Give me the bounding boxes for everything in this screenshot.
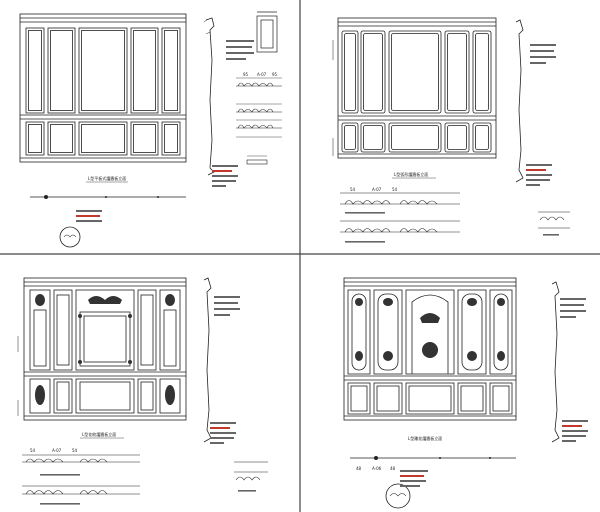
dim-1: 54 — [350, 187, 356, 192]
notes-block — [210, 296, 240, 444]
notes-block — [560, 298, 588, 442]
dim-1: 95 — [243, 72, 249, 77]
notes-block — [526, 44, 556, 186]
detail-callout-icon — [385, 483, 411, 509]
dim-2: A-06 — [372, 466, 382, 471]
dim-3: 48 — [390, 466, 396, 471]
dim-2: A-07 — [257, 72, 267, 77]
sheet-title: L型雕花護牆板立面 — [408, 435, 442, 441]
dim-2: A-07 — [52, 448, 62, 453]
notes-block — [212, 40, 254, 187]
detail-callout-icon — [59, 226, 81, 248]
sheet-title: L型花紋護牆板立面 — [82, 431, 116, 437]
sheet-q3: L型花紋護牆板立面 54 A-07 54 — [17, 277, 268, 505]
dim-3: 95 — [272, 72, 278, 77]
dim-3: 54 — [72, 448, 78, 453]
sheet-q4: L型雕花護牆板立面 48 A-06 48 — [343, 277, 588, 509]
dim-1: 48 — [356, 466, 362, 471]
dim-3: 54 — [392, 187, 398, 192]
sheet-title: L型平板式護牆板立面 — [88, 175, 126, 181]
sheet-title: L型弧形護牆板立面 — [394, 171, 428, 177]
sheet-q2: L型弧形護牆板立面 54 A-07 54 — [332, 17, 570, 243]
sheet-q1: 95 A-07 95 L型平板式護牆板立面 — [19, 11, 282, 248]
dim-1: 54 — [30, 448, 36, 453]
dim-2: A-07 — [372, 187, 382, 192]
